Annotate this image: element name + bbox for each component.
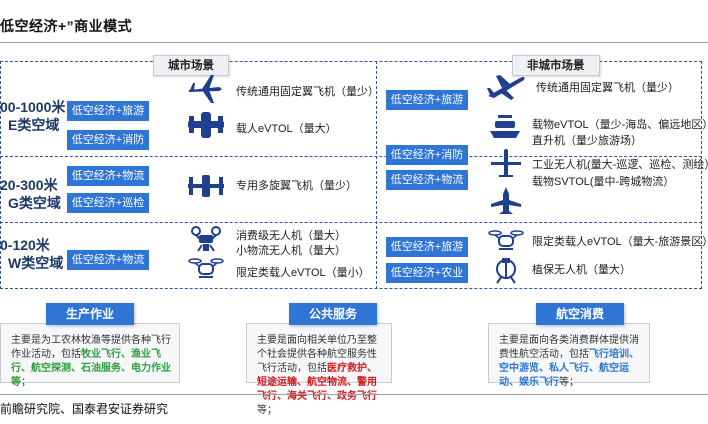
page-title: 低空经济+”商业模式 bbox=[0, 18, 133, 34]
noncity-item-fixed-wing: 传统通用固定翼飞机（量少） bbox=[536, 82, 679, 94]
uav-plane-icon bbox=[491, 149, 521, 177]
city-pill-logistics: 低空经济+物流 bbox=[67, 166, 149, 186]
city-item-logistics-drone: 小物流无人机（量大） bbox=[236, 245, 346, 257]
panel-divider bbox=[376, 61, 377, 289]
city-item-limited-evtol: 限定类载人eVTOL（量小） bbox=[236, 267, 370, 279]
desc-segment: 主要是为工农林牧渔等提供各种飞行作业活动，包括 bbox=[11, 335, 171, 360]
city-pill-logistics-low: 低空经济+物流 bbox=[67, 250, 149, 270]
limited-evtol-icon bbox=[488, 230, 524, 250]
consumer-drone-icon bbox=[191, 226, 221, 252]
category-label-public-service: 公共服务 bbox=[289, 303, 377, 325]
altitude-divider-2 bbox=[0, 222, 702, 223]
noncity-item-boat-evtol: 载物eVTOL（量少-海岛、偏远地区） bbox=[532, 119, 708, 131]
noncity-pill-tourism: 低空经济+旅游 bbox=[386, 90, 468, 110]
plant-protection-drone-icon bbox=[496, 258, 516, 284]
noncity-scene-label: 非城市场景 bbox=[512, 55, 600, 76]
city-scene-label: 城市场景 bbox=[153, 55, 229, 76]
category-label-aviation-consumption: 航空消费 bbox=[536, 303, 624, 325]
desc-segment: 医疗救护、短途运输、航空物流、警用飞行、海关飞行、政务飞行 bbox=[257, 363, 377, 402]
noncity-item-plant-protection: 植保无人机（量大） bbox=[532, 264, 631, 276]
city-pill-tourism: 低空经济+旅游 bbox=[67, 101, 149, 121]
desc-segment: 主要是面向相关单位乃至整个社会提供各种航空服务性飞行活动，包括 bbox=[257, 335, 377, 374]
desc-segment: ； bbox=[21, 377, 31, 388]
altitude-divider-1 bbox=[0, 156, 702, 157]
top-rule bbox=[0, 42, 708, 43]
category-desc-production: 主要是为工农林牧渔等提供各种飞行作业活动，包括牧业飞行、渔业飞行、航空探测、石油… bbox=[0, 323, 180, 388]
desc-text: 主要是为工农林牧渔等提供各种飞行作业活动，包括牧业飞行、渔业飞行、航空探测、石油… bbox=[11, 335, 171, 388]
category-desc-public-service: 主要是面向相关单位乃至整个社会提供各种航空服务性飞行活动，包括医疗救护、短途运输… bbox=[246, 323, 392, 416]
noncity-item-helicopter: 直升机（量少旅游场） bbox=[532, 135, 642, 147]
bottom-rule bbox=[0, 394, 708, 395]
noncity-pill-agriculture: 低空经济+农业 bbox=[386, 263, 468, 283]
noncity-item-industrial-uav: 工业无人机(量大-巡逻、巡检、测绘） bbox=[532, 159, 708, 171]
desc-text: 主要是面向各类消费群体提供消费性航空活动，包括飞行培训、空中游览、私人飞行、航空… bbox=[499, 335, 639, 388]
airliner-icon bbox=[487, 75, 525, 100]
city-item-multirotor: 专用多旋翼飞机（量少） bbox=[236, 180, 357, 192]
desc-segment: 主要是面向各类消费群体提供消费性航空活动，包括 bbox=[499, 335, 639, 360]
desc-segment: 等； bbox=[559, 377, 579, 388]
category-label-production: 生产作业 bbox=[46, 303, 134, 325]
limited-evtol-icon bbox=[188, 258, 224, 278]
noncity-pill-firefighting: 低空经济+消防 bbox=[386, 145, 468, 165]
city-item-fixed-wing: 传统通用固定翼飞机（量少） bbox=[236, 86, 379, 98]
evtol-icon bbox=[188, 112, 224, 138]
city-pill-inspection: 低空经济+巡检 bbox=[67, 193, 149, 213]
source-note: 前瞻研究院、国泰君安证券研究 bbox=[0, 402, 169, 416]
multirotor-plane-icon bbox=[188, 175, 224, 197]
desc-segment: 牧业飞行、渔业飞行、航空探测、石油服务、电力作业等 bbox=[11, 349, 171, 388]
noncity-item-svtol: 载物SVTOL(量中-跨城物流） bbox=[532, 176, 675, 188]
fixed-wing-plane-icon bbox=[189, 75, 222, 103]
desc-segment: 飞行培训、空中游览、私人飞行、航空运动、娱乐飞行 bbox=[499, 349, 639, 388]
noncity-item-limited-evtol: 限定类载人eVTOL（量大-旅游景区） bbox=[532, 236, 708, 248]
noncity-pill-logistics: 低空经济+物流 bbox=[386, 170, 468, 190]
diagram-frame bbox=[0, 61, 702, 289]
city-item-evtol: 载人eVTOL（量大） bbox=[236, 123, 337, 135]
svtol-icon bbox=[491, 187, 521, 214]
noncity-pill-tourism-low: 低空经济+旅游 bbox=[386, 237, 468, 257]
desc-segment: 等； bbox=[257, 405, 277, 416]
boat-evtol-icon bbox=[490, 115, 520, 138]
city-item-consumer-drone: 消费级无人机（量大） bbox=[236, 230, 346, 242]
desc-text: 主要是面向相关单位乃至整个社会提供各种航空服务性飞行活动，包括医疗救护、短途运输… bbox=[257, 335, 377, 416]
category-desc-aviation-consumption: 主要是面向各类消费群体提供消费性航空活动，包括飞行培训、空中游览、私人飞行、航空… bbox=[488, 323, 650, 388]
city-pill-firefighting: 低空经济+消防 bbox=[67, 130, 149, 150]
